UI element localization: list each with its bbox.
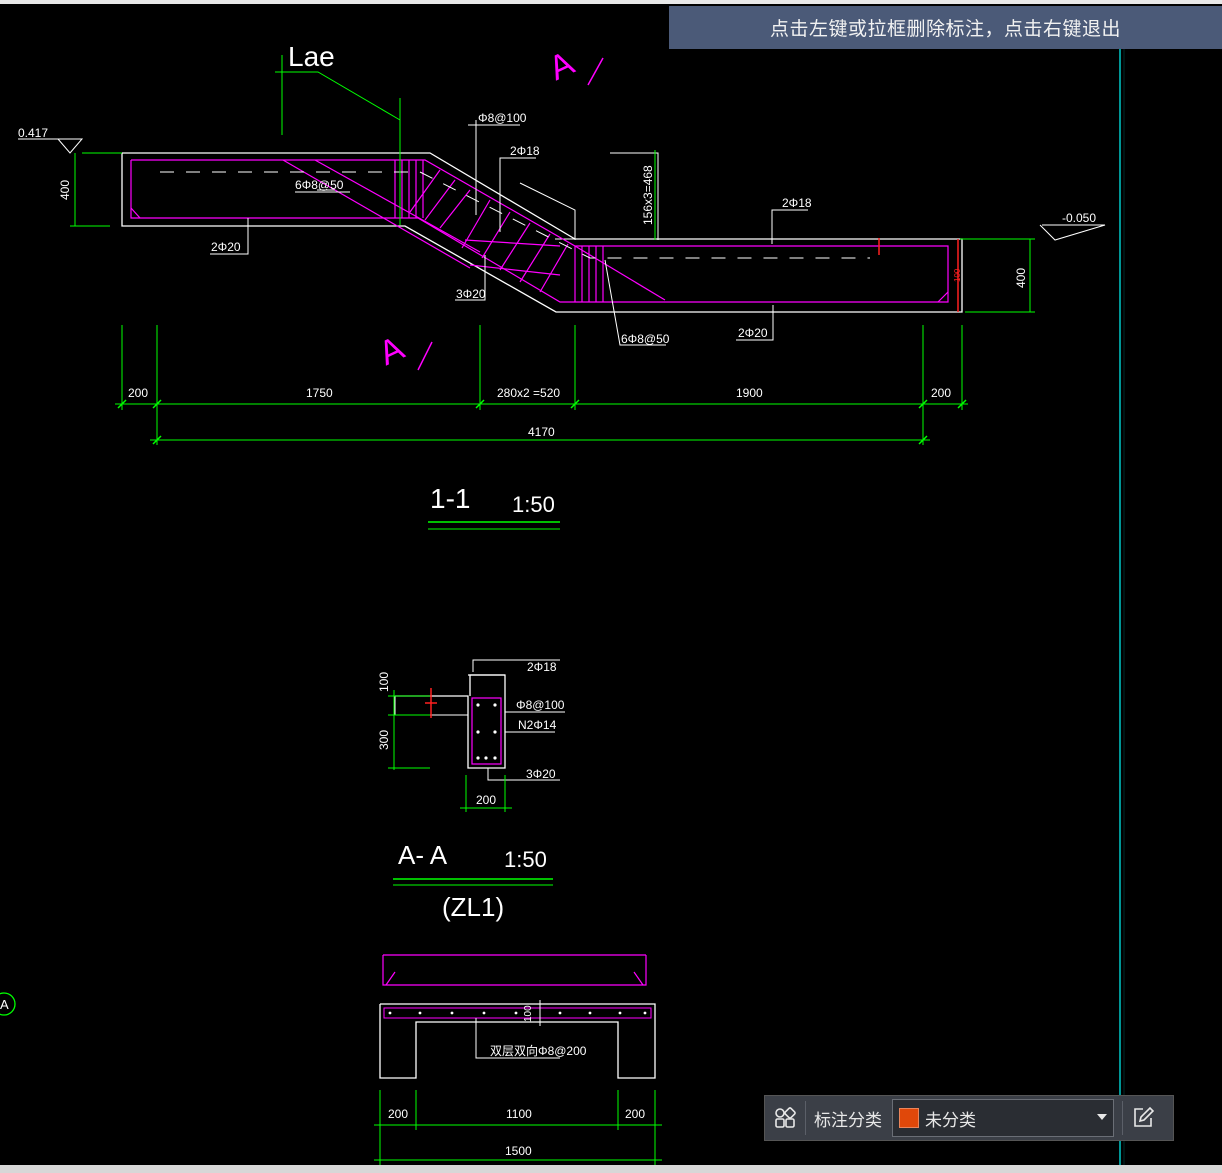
- bottom-strip: [0, 1165, 1222, 1173]
- bottom-dim: 1100: [506, 1107, 532, 1121]
- toolbar-separator: [805, 1101, 806, 1135]
- bottom-dim: 200: [625, 1107, 645, 1121]
- dim-label: 1900: [736, 386, 763, 400]
- category-selected: 未分类: [925, 1110, 976, 1131]
- section-a-a: 2Φ18 Φ8@100 N2Φ14 3Φ20 100 300 200 A- A …: [377, 659, 565, 922]
- edit-icon: [1134, 1106, 1155, 1127]
- grid-bubble-label: A: [0, 997, 9, 1012]
- height-right: 400: [1014, 268, 1028, 288]
- section-1-1: Lae A A 0.417 -0.050 400 400 100 156x3=4…: [18, 41, 1106, 530]
- aa-subtitle: (ZL1): [442, 892, 504, 922]
- elevation-markers: [18, 138, 1106, 241]
- rebar-2phi18-b: 2Φ18: [782, 196, 812, 210]
- aa-title: A- A: [398, 840, 448, 870]
- top-strip: [0, 0, 1222, 4]
- dim-label: 200: [128, 386, 148, 400]
- total-dim: 4170: [528, 425, 555, 439]
- rebar-6phi8-left: 6Φ8@50: [295, 178, 344, 192]
- bottom-dim: 200: [388, 1107, 408, 1121]
- bottom-rebar-note: 双层双向Φ8@200: [490, 1043, 587, 1058]
- stirrup: [471, 697, 502, 765]
- section-title: 1-1: [430, 483, 470, 514]
- aa-dim-300: 300: [377, 730, 391, 750]
- command-hint-text: 点击左键或拉框删除标注，点击右键退出: [769, 18, 1121, 40]
- aa-rebar-side: N2Φ14: [518, 718, 557, 732]
- dim-ticks: [117, 399, 967, 445]
- command-hint-banner: 点击左键或拉框删除标注，点击右键退出: [669, 6, 1222, 49]
- edit-button[interactable]: [1123, 1096, 1163, 1140]
- rebar-dashed: [160, 171, 870, 259]
- bottom-thickness: 100: [523, 1005, 534, 1022]
- grid-icon: [775, 1107, 796, 1128]
- category-color-swatch: [899, 1108, 919, 1128]
- aa-rebar-top: 2Φ18: [527, 660, 557, 674]
- dim-label: 280x2 =520: [497, 386, 560, 400]
- dim-label: 1750: [306, 386, 333, 400]
- beam-height-mark: 100: [953, 268, 962, 282]
- rebar-2phi20-right: 2Φ20: [738, 326, 768, 340]
- section-mark-bottom: A: [373, 329, 410, 373]
- leaders: [210, 120, 808, 346]
- aa-dim-100: 100: [377, 672, 391, 692]
- rebar-top-stirrup: Φ8@100: [478, 111, 527, 125]
- section-scale: 1:50: [512, 492, 555, 517]
- category-select[interactable]: 未分类: [892, 1099, 1114, 1137]
- section-mark: [417, 57, 604, 371]
- toolbar-separator: [1122, 1101, 1123, 1135]
- aa-dim-width: 200: [476, 793, 496, 807]
- section-a-a-outline: [395, 674, 506, 769]
- rebar-lines: [130, 159, 949, 303]
- grid-bubble: A: [0, 992, 16, 1016]
- section-bottom: 双层双向Φ8@200 100 200 1100 200 1500: [374, 954, 662, 1165]
- section-1-1-outline: [121, 152, 963, 313]
- rebar-2phi18-a: 2Φ18: [510, 144, 540, 158]
- rebar-2phi20-left: 2Φ20: [211, 240, 241, 254]
- lae-label: Lae: [288, 41, 335, 72]
- elev-right: -0.050: [1062, 211, 1096, 225]
- category-label: 标注分类: [814, 1110, 882, 1131]
- aa-rebar-stirrup: Φ8@100: [516, 698, 565, 712]
- annotation-toolbar: 标注分类 未分类: [764, 1095, 1174, 1141]
- height-left: 400: [58, 180, 72, 200]
- aa-scale: 1:50: [504, 847, 547, 872]
- aa-rebar-bottom: 3Φ20: [526, 767, 556, 781]
- dim-lines: [70, 55, 1035, 445]
- dim-label: 200: [931, 386, 951, 400]
- chevron-down-icon: [1097, 1114, 1107, 1120]
- step-dim: 156x3=468: [641, 165, 655, 225]
- red-marker: [878, 238, 959, 312]
- category-manage-button[interactable]: [765, 1096, 805, 1140]
- rebar-3phi20: 3Φ20: [456, 287, 486, 301]
- rebar-6phi8-right: 6Φ8@50: [621, 332, 670, 346]
- bottom-total-dim: 1500: [505, 1144, 532, 1158]
- section-mark-top: A: [543, 44, 580, 88]
- elev-left: 0.417: [18, 126, 48, 140]
